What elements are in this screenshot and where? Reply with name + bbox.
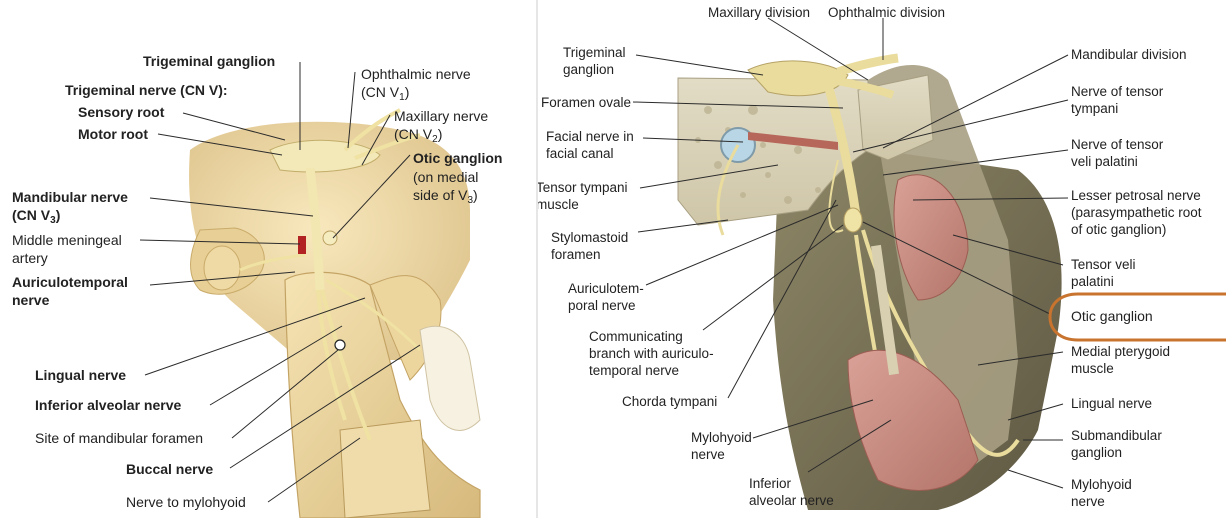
label-facial-nerve: Facial nerve in [546,129,634,145]
label-trigeminal-ganglion: Trigeminal ganglion [143,53,275,69]
label-communicating-3: temporal nerve [589,363,679,379]
label-mandibular-foramen: Site of mandibular foramen [35,430,203,446]
label-nerve-tensor-tympani-1: Nerve of tensor [1071,84,1163,100]
label-middle-meningeal: Middle meningeal [12,232,122,248]
label-chorda-tympani: Chorda tympani [622,394,717,410]
label-auriculotemporal: Auriculotemporal [12,274,128,290]
label-otic-note-1: (on medial [413,169,478,185]
label-tensor-tympani-muscle: muscle [538,197,579,213]
label-lesser-petrosal-3: of otic ganglion) [1071,222,1166,238]
label-inferior-alveolar: Inferior alveolar nerve [35,397,181,413]
label-mandibular-nerve: Mandibular nerve [12,189,128,205]
label-trigeminal-nerve: Trigeminal nerve (CN V): [65,82,228,98]
leader-stylomastoid [638,220,728,232]
label-inferior-alveolar-2: alveolar nerve [749,493,834,509]
label-motor-root: Motor root [78,126,148,142]
label-trigeminal-ganglion: ganglion [563,62,614,78]
label-mandibular-division: Mandibular division [1071,47,1187,63]
label-buccal-nerve: Buccal nerve [126,461,213,477]
label-tensor-veli-2: palatini [1071,274,1114,290]
label-maxillary-cn: (CN V2) [394,126,442,148]
label-submandibular-1: Submandibular [1071,428,1162,444]
label-maxillary-division: Maxillary division [708,5,810,21]
label-stylomastoid: Stylomastoid [551,230,628,246]
ear-region [204,246,240,290]
mandibular-foramen-marker [335,340,345,350]
label-lingual-nerve: Lingual nerve [35,367,126,383]
label-ophthalmic-nerve: Ophthalmic nerve [361,66,471,82]
label-lesser-petrosal-2: (parasympathetic root [1071,205,1202,221]
label-foramen-ovale: Foramen ovale [541,95,631,111]
label-nerve-tensor-veli-2: veli palatini [1071,154,1138,170]
right-diagram-panel: Maxillary division Ophthalmic division T… [538,0,1226,518]
label-facial-canal: facial canal [546,146,614,162]
label-tensor-veli-1: Tensor veli [1071,257,1136,273]
label-nerve-tensor-tympani-2: tympani [1071,101,1118,117]
leader-trigeminal-ganglion [636,55,763,75]
label-ophthalmic-division: Ophthalmic division [828,5,945,21]
label-lingual-nerve: Lingual nerve [1071,396,1152,412]
label-nerve-to-mylohyoid: Nerve to mylohyoid [126,494,246,510]
label-stylomastoid-foramen: foramen [551,247,601,263]
label-auriculotemporal-nerve: nerve [12,292,49,308]
label-mandibular-cn: (CN V3) [12,207,60,229]
label-mylohyoid-left-1: Mylohyoid [691,430,752,446]
label-trigeminal: Trigeminal [563,45,626,61]
label-nerve-tensor-veli-1: Nerve of tensor [1071,137,1163,153]
cut-mandible [340,420,430,518]
otic-ganglion-shape [844,208,862,232]
label-tensor-tympani: Tensor tympani [538,180,628,196]
label-auriculotemporal-1: Auriculotem- [568,281,644,297]
label-auriculotemporal-2: poral nerve [568,298,636,314]
middle-meningeal-artery-shape [298,236,306,254]
teeth-region [420,326,480,430]
leader-mylohyoid-right [1008,470,1063,488]
label-medial-pterygoid-2: muscle [1071,361,1114,377]
label-inferior-alveolar-1: Inferior [749,476,791,492]
label-communicating-2: branch with auriculo- [589,346,714,362]
label-otic-ganglion: Otic ganglion [413,150,502,166]
label-middle-meningeal-artery: artery [12,250,48,266]
label-mylohyoid-right-1: Mylohyoid [1071,477,1132,493]
label-maxillary-nerve: Maxillary nerve [394,108,488,124]
left-diagram-panel: Trigeminal ganglion Trigeminal nerve (CN… [0,0,536,518]
label-otic-note-2: side of V3) [413,187,478,209]
label-communicating-1: Communicating [589,329,683,345]
label-mylohyoid-left-2: nerve [691,447,725,463]
label-medial-pterygoid-1: Medial pterygoid [1071,344,1170,360]
label-ophthalmic-cn: (CN V1) [361,84,409,106]
label-lesser-petrosal-1: Lesser petrosal nerve [1071,188,1201,204]
label-submandibular-2: ganglion [1071,445,1122,461]
label-sensory-root: Sensory root [78,104,164,120]
label-mylohyoid-right-2: nerve [1071,494,1105,510]
label-otic-ganglion: Otic ganglion [1071,309,1153,325]
otic-ganglion-shape [323,231,337,245]
